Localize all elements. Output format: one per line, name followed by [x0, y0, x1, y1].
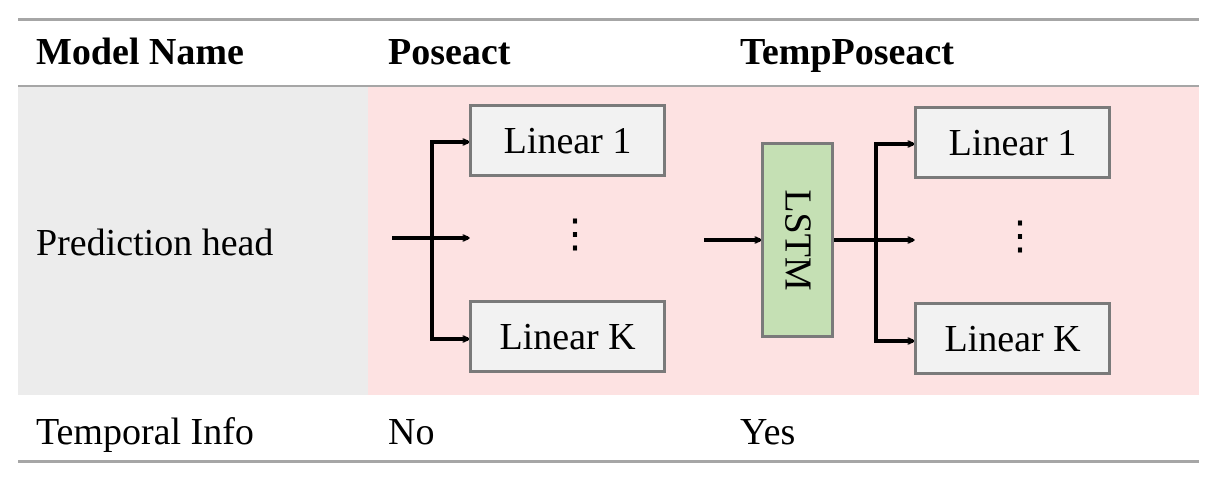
poseact-branch-down-arrow	[430, 142, 468, 339]
header-temp-poseact: TempPoseact	[740, 31, 954, 73]
poseact-linear-1-box: Linear 1	[469, 104, 666, 177]
temp-linear-k-label: Linear K	[944, 317, 1081, 360]
poseact-ellipsis: ⋮	[555, 211, 595, 256]
temp-branch-up-arrow	[874, 144, 913, 341]
temp-linear-1-box: Linear 1	[914, 106, 1111, 179]
prediction-head-label-cell	[18, 87, 368, 395]
poseact-linear-k-label: Linear K	[499, 315, 636, 358]
temp-ellipsis: ⋮	[1000, 213, 1040, 258]
lstm-box: LSTM	[761, 142, 834, 338]
temp-poseact-temporal-value: Yes	[740, 411, 796, 453]
header-rule	[18, 85, 1199, 87]
top-rule	[18, 18, 1199, 21]
poseact-branch-up-arrow	[430, 142, 468, 339]
bottom-rule	[18, 460, 1199, 463]
row-label-prediction-head: Prediction head	[36, 222, 274, 264]
header-model-name: Model Name	[36, 31, 244, 73]
poseact-temporal-value: No	[388, 411, 435, 453]
row-label-temporal-info: Temporal Info	[36, 411, 254, 453]
poseact-linear-1-label: Linear 1	[503, 119, 632, 162]
temp-linear-k-box: Linear K	[914, 302, 1111, 375]
poseact-linear-k-box: Linear K	[469, 300, 666, 373]
lstm-label: LSTM	[776, 189, 819, 291]
header-poseact: Poseact	[388, 31, 511, 73]
temp-linear-1-label: Linear 1	[948, 121, 1077, 164]
temp-branch-down-arrow	[874, 144, 913, 341]
